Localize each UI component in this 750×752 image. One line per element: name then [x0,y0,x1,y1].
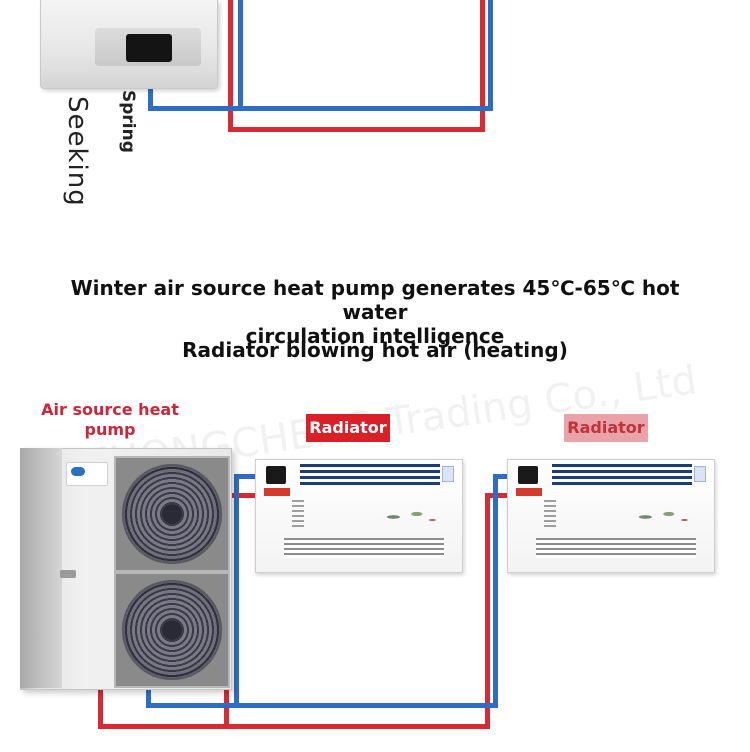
hot-pipe-pump-drop [98,688,103,729]
unit-ink-painting-icon [622,502,700,532]
unit-badge-icon [516,488,542,496]
cold-pipe-pump-drop [146,688,151,708]
top-hot-pipe-left [228,0,233,132]
wall-unit-display [126,34,172,62]
top-cold-pipe-left [238,0,243,111]
subheadline: Radiator blowing hot air (heating) [182,338,568,362]
heat-pump-side-panel [20,448,62,688]
radiator-tag-1: Radiator [306,414,390,442]
radiator-unit-1 [255,459,463,573]
pump-label: Air source heat pump [41,400,179,439]
top-cold-pipe-drop [148,88,153,111]
heat-pump-logo-icon [66,462,108,486]
top-cold-pipe-right [488,0,493,111]
unit-bottom-grille [284,538,444,558]
hot-pipe-unit1-feed [224,493,255,498]
headline: Winter air source heat pump generates 45… [40,276,710,348]
unit-bottom-grille [536,538,696,558]
headline-line-1: Winter air source heat pump generates 45… [70,276,680,324]
fan-icon [122,580,222,680]
cold-pipe-bottom-run [146,703,498,708]
top-hot-pipe-right [480,0,485,132]
cold-pipe-unit1-feed [234,474,255,479]
top-cold-pipe-bottom [148,106,493,111]
heat-pump-fan-top [114,456,230,572]
hot-pipe-unit2-riser [485,493,490,729]
unit-display-icon [518,466,538,484]
brand-vertical-text: Seeking [62,96,92,207]
unit-decor-text-icon [544,500,556,530]
unit-top-grille [300,464,440,488]
unit-badge-icon [264,488,290,496]
hot-pipe-bottom-run [98,724,490,729]
unit-decor-text-icon [292,500,304,530]
unit-ink-painting-icon [370,502,448,532]
unit-sticker-icon [694,466,706,482]
fan-icon [122,464,222,564]
top-hot-pipe-bottom [228,127,485,132]
heat-pump-handle-icon [60,570,76,578]
unit-sticker-icon [442,466,454,482]
heat-pump-fan-bottom [114,572,230,688]
headline-line-2: circulation intelligence [245,324,505,348]
cold-pipe-unit2-feed [493,474,507,479]
cold-pipe-unit2-riser [493,474,498,708]
radiator-unit-2 [507,459,715,573]
radiator-tag-2: Radiator [564,414,648,442]
unit-top-grille [552,464,692,488]
cold-pipe-unit1-riser [234,474,239,708]
model-vertical-text: Spring [118,90,138,153]
unit-display-icon [266,466,286,484]
